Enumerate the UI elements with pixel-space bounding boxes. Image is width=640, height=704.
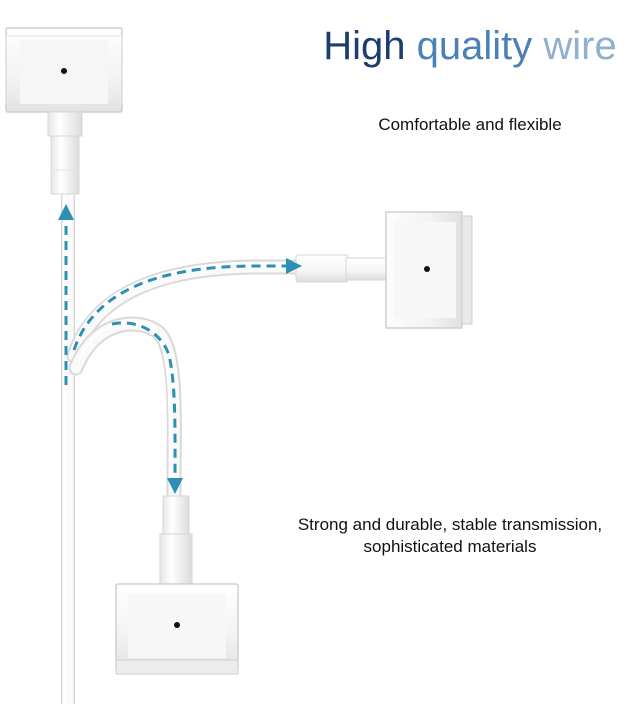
caption-durable-line-2: sophisticated materials xyxy=(363,537,537,556)
arrow-down-head xyxy=(167,478,183,494)
flex-arrows xyxy=(64,218,288,479)
top-connector xyxy=(5,27,123,195)
arrow-right-path xyxy=(72,264,288,351)
arrowheads xyxy=(58,204,302,494)
bent-cable-right xyxy=(66,259,313,364)
caption-durable-line-1: Strong and durable, stable transmission, xyxy=(297,515,603,534)
arrow-right-head xyxy=(286,258,302,274)
caption-durable: Strong and durable, stable transmission,… xyxy=(262,514,638,558)
headline-word-1: High xyxy=(323,24,406,68)
headline: High quality wire xyxy=(300,22,640,70)
middle-connector xyxy=(295,211,473,329)
bottom-connector-pin xyxy=(174,622,180,628)
caption-flexible: Comfortable and flexible xyxy=(378,115,562,134)
main-cable xyxy=(61,190,75,704)
middle-connector-pin xyxy=(424,266,430,272)
headline-word-2: quality xyxy=(416,24,533,68)
arrow-up-head xyxy=(58,204,74,220)
top-connector-pin xyxy=(61,68,67,74)
arrow-down-path xyxy=(111,321,177,479)
bottom-connector xyxy=(115,495,239,675)
headline-word-3: wire xyxy=(543,24,617,68)
bent-cable-down xyxy=(68,316,182,513)
